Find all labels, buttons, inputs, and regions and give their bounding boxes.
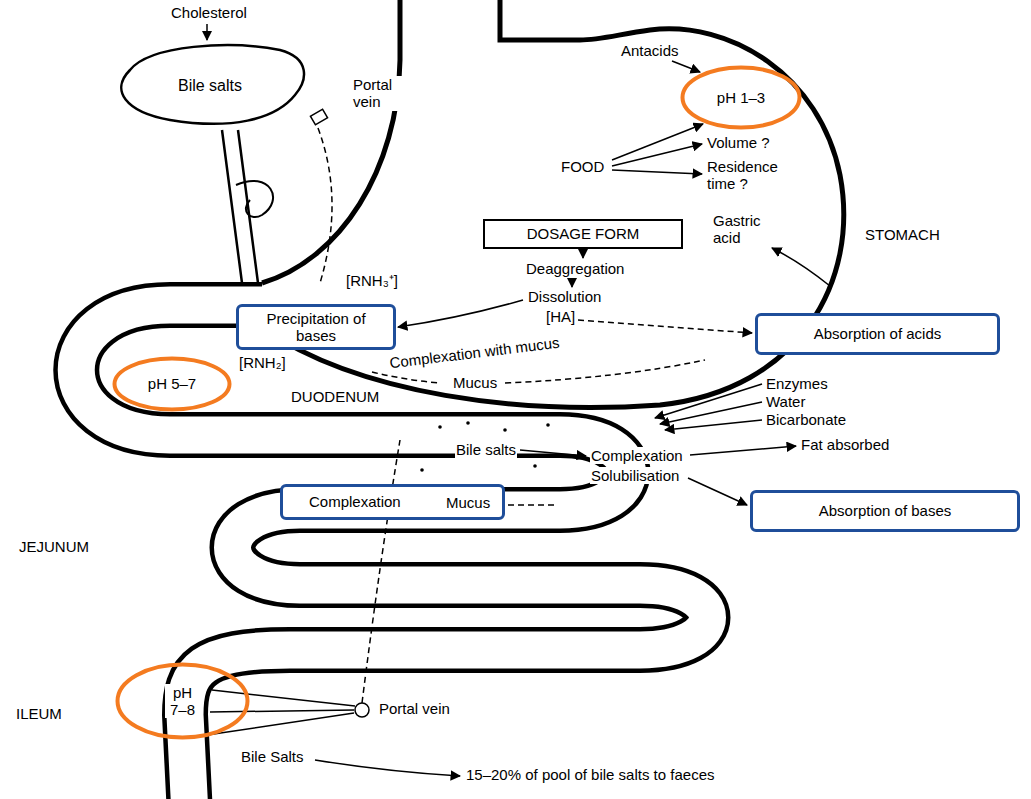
node-text: pH 1–3 bbox=[717, 89, 765, 106]
note-label: 15–20% of pool of bile salts to faeces bbox=[465, 766, 716, 783]
substance-label: Cholesterol bbox=[170, 4, 248, 21]
process-label: Deaggregation bbox=[525, 260, 625, 277]
substance-label: Gastric acid bbox=[712, 212, 774, 247]
substance-label: FOOD bbox=[560, 158, 605, 175]
leader-arrows bbox=[207, 24, 830, 776]
process-label: Fat absorbed bbox=[800, 436, 890, 453]
node-text-group: pH 5–7 bbox=[148, 375, 196, 392]
secretion-label: Water bbox=[765, 393, 806, 410]
organ-label: DUODENUM bbox=[290, 388, 380, 405]
node-text: DOSAGE FORM bbox=[527, 225, 640, 242]
node-text-group: pH 1–3 bbox=[717, 89, 765, 106]
ph-ellipse bbox=[115, 359, 230, 410]
portal-vein-stub bbox=[310, 109, 327, 125]
node-text: pH 5–7 bbox=[148, 375, 196, 392]
ph-circle: pH 7–8 bbox=[115, 662, 250, 740]
substance-label: Bile salts bbox=[455, 441, 517, 458]
mucus-label: Mucus bbox=[452, 374, 498, 391]
node-text: Absorption of bases bbox=[819, 502, 952, 519]
dosage-form-box: DOSAGE FORM bbox=[483, 219, 683, 248]
portal-vein-origin bbox=[355, 703, 369, 717]
bile-duct bbox=[222, 130, 258, 283]
node-text: Precipitation of bases bbox=[256, 310, 376, 345]
process-box: Absorption of bases bbox=[750, 490, 1020, 532]
factor-label: Residence time ? bbox=[706, 158, 793, 193]
ph-ellipse bbox=[683, 68, 800, 128]
factor-label: Volume ? bbox=[706, 134, 771, 151]
mucus-label: Mucus bbox=[445, 494, 491, 511]
process-box: Absorption of acids bbox=[755, 313, 1000, 355]
stomach-wall bbox=[262, 0, 400, 283]
node-text: pH 7–8 bbox=[165, 684, 201, 719]
portal-vein-line bbox=[318, 128, 332, 283]
gall-bladder bbox=[236, 181, 273, 217]
portal-vein-line bbox=[362, 440, 400, 703]
ph-circle: pH 5–7 bbox=[112, 356, 232, 412]
ph-circle: pH 1–3 bbox=[680, 65, 802, 130]
bile-salt-dots bbox=[420, 421, 550, 472]
vessel-label: Portal vein bbox=[378, 700, 451, 717]
process-label: Solubilisation bbox=[590, 467, 680, 484]
node-text-group: Bile salts bbox=[178, 77, 242, 95]
liver-path bbox=[121, 45, 304, 124]
node-text: Absorption of acids bbox=[814, 325, 942, 342]
chemical-label: [HA] bbox=[545, 308, 576, 325]
secretion-label: Enzymes bbox=[765, 375, 829, 392]
substance-label: Bile Salts bbox=[240, 748, 305, 765]
node-text: Complexation bbox=[309, 493, 401, 510]
process-box: Precipitation of bases bbox=[236, 304, 396, 351]
node-text-group: Complexation bbox=[309, 493, 401, 510]
node-text-group: Absorption of bases bbox=[819, 502, 952, 519]
process-label: Complexation bbox=[590, 447, 684, 464]
substance-label: Antacids bbox=[620, 42, 680, 59]
process-label: Dissolution bbox=[527, 288, 602, 305]
organ-label: STOMACH bbox=[864, 226, 941, 243]
organ-label: ILEUM bbox=[15, 705, 63, 722]
mucus-line bbox=[508, 504, 555, 506]
organ-label: JEJUNUM bbox=[18, 538, 90, 555]
ph-ellipse bbox=[118, 665, 248, 738]
secretion-label: Bicarbonate bbox=[765, 411, 847, 428]
vessel-label: Portal vein bbox=[352, 76, 402, 111]
node-text-group: DOSAGE FORM bbox=[527, 225, 640, 242]
node-text-group: Absorption of acids bbox=[814, 325, 942, 342]
node-text: Bile salts bbox=[178, 77, 242, 95]
chemical-label: [RNH₂] bbox=[238, 354, 287, 371]
liver-shape: Bile salts bbox=[110, 40, 310, 132]
chemical-label: [RNH₃⁺] bbox=[345, 272, 399, 289]
node-text-group: pH 7–8 bbox=[165, 684, 201, 719]
node-text-group: Precipitation of bases bbox=[256, 310, 376, 345]
